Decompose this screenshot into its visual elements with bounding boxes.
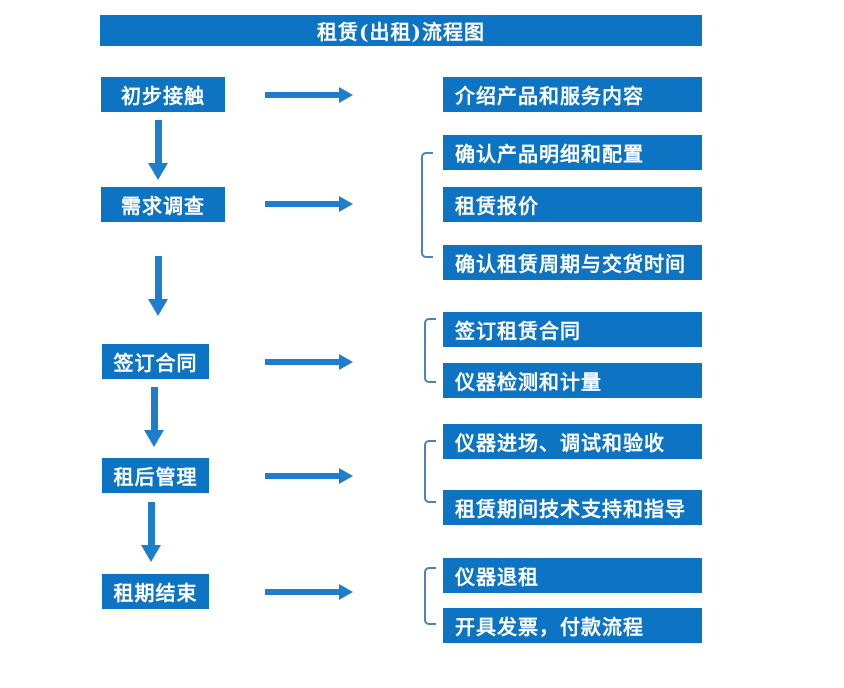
right-arrow-head (339, 87, 353, 103)
right-arrow-shaft (265, 589, 339, 595)
group-bracket (424, 440, 436, 503)
group-bracket (421, 152, 433, 258)
down-arrow-shaft (154, 120, 162, 163)
flow-output-box: 介绍产品和服务内容 (443, 77, 702, 112)
down-arrow-head (141, 545, 161, 562)
down-arrow-head (148, 163, 168, 180)
right-arrow-icon (265, 87, 353, 103)
flow-step-box-post-rental-management: 租后管理 (102, 458, 209, 493)
flow-output-box: 租赁期间技术支持和指导 (443, 490, 702, 525)
down-arrow-icon (148, 256, 168, 316)
right-arrow-head (339, 468, 353, 484)
down-arrow-shaft (150, 387, 158, 430)
right-arrow-head (339, 354, 353, 370)
right-arrow-shaft (265, 92, 339, 98)
flow-output-box: 仪器退租 (443, 558, 702, 593)
flow-step-box-sign-contract: 签订合同 (102, 344, 209, 379)
down-arrow-icon (141, 502, 161, 562)
right-arrow-icon (265, 468, 353, 484)
flow-output-box: 确认产品明细和配置 (443, 135, 702, 170)
down-arrow-icon (144, 387, 164, 447)
down-arrow-shaft (147, 502, 155, 545)
group-bracket (424, 318, 436, 383)
flow-output-box: 仪器检测和计量 (443, 363, 702, 398)
right-arrow-head (339, 196, 353, 212)
right-arrow-icon (265, 354, 353, 370)
right-arrow-shaft (265, 201, 339, 207)
right-arrow-shaft (265, 473, 339, 479)
flow-step-box-demand-survey: 需求调查 (101, 187, 225, 222)
flow-step-box-rental-end: 租期结束 (102, 574, 209, 609)
flow-output-box: 仪器进场、调试和验收 (443, 424, 702, 459)
down-arrow-icon (148, 120, 168, 180)
flow-output-box: 租赁报价 (443, 187, 702, 222)
flow-output-box: 开具发票，付款流程 (443, 608, 702, 643)
down-arrow-head (144, 430, 164, 447)
right-arrow-icon (265, 196, 353, 212)
flow-output-box: 签订租赁合同 (443, 312, 702, 347)
flowchart-title: 租赁(出租)流程图 (100, 15, 702, 46)
down-arrow-head (148, 299, 168, 316)
right-arrow-head (339, 584, 353, 600)
group-bracket (424, 567, 436, 625)
down-arrow-shaft (154, 256, 162, 299)
flow-output-box: 确认租赁周期与交货时间 (443, 245, 702, 280)
right-arrow-icon (265, 584, 353, 600)
right-arrow-shaft (265, 359, 339, 365)
flow-step-box-initial-contact: 初步接触 (101, 77, 225, 112)
